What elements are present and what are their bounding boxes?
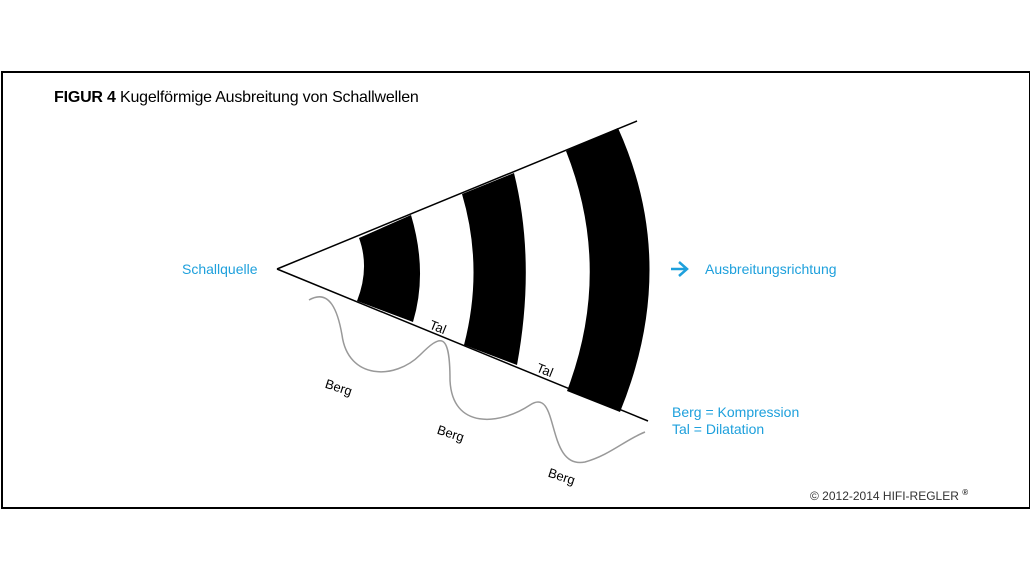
copyright-text: © 2012-2014 HIFI-REGLER [810, 489, 959, 503]
direction-label: Ausbreitungsrichtung [705, 261, 837, 277]
compression-band-3 [566, 128, 650, 412]
legend: Berg = Kompression Tal = Dilatation [672, 404, 799, 438]
figure-title: FIGUR 4 Kugelförmige Ausbreitung von Sch… [54, 89, 419, 107]
compression-band-1 [357, 215, 421, 322]
figure-caption: Kugelförmige Ausbreitung von Schallwelle… [119, 89, 419, 106]
compression-band-2 [462, 173, 526, 365]
arrow-right-icon [671, 261, 689, 277]
legend-tal: Tal = Dilatation [672, 421, 765, 437]
cone-upper-edge [276, 120, 638, 270]
figure-number: FIGUR 4 [54, 89, 116, 106]
legend-berg: Berg = Kompression [672, 404, 800, 420]
pressure-wave [308, 296, 646, 464]
source-label: Schallquelle [182, 261, 258, 277]
registered-mark: ® [962, 488, 969, 497]
cone-lower-edge [276, 268, 649, 422]
copyright: © 2012-2014 HIFI-REGLER ® [810, 488, 968, 503]
